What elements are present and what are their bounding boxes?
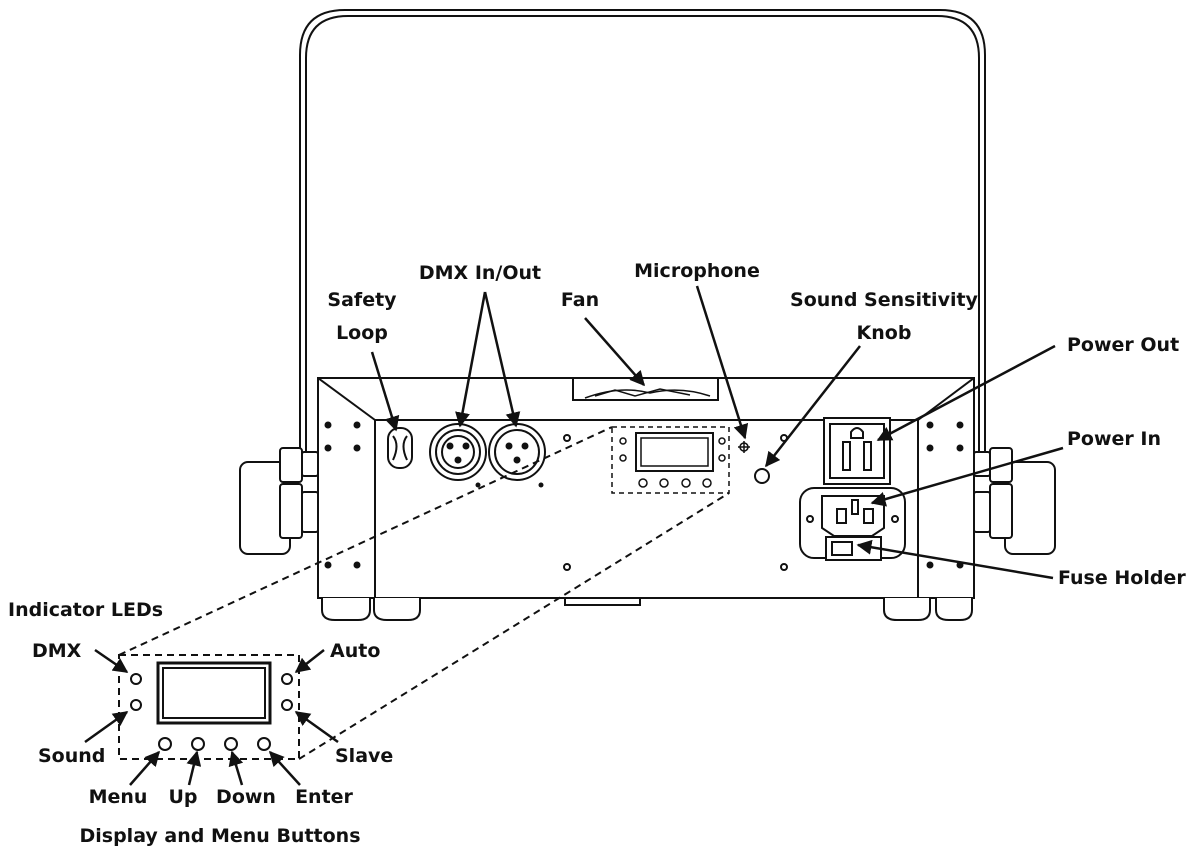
connector-screw [538,482,544,488]
microphone [738,441,750,453]
dmx-in-connector [429,423,487,481]
control-panel-small [611,426,730,494]
power-out-outlet [823,417,891,485]
label-dmx-in-out: DMX In/Out [419,262,541,284]
dmx-out-connector [488,423,546,481]
label-power-in: Power In [1067,428,1161,450]
label-safety-loop-1: Safety [327,289,397,311]
sound-sensitivity-knob [754,468,770,484]
label-led-sound: Sound [38,745,105,767]
label-indicator-leds: Indicator LEDs [8,599,163,621]
led-slave-indicator [281,699,293,711]
label-button-up: Up [168,786,197,808]
led-sound-indicator [130,699,142,711]
label-fuse-holder: Fuse Holder [1058,567,1186,589]
right-yoke-knob [973,447,1056,555]
label-sound-sensitivity-1: Sound Sensitivity [790,289,978,311]
safety-loop [387,427,413,469]
label-fan: Fan [561,289,599,311]
yoke-bracket [299,9,986,455]
label-sound-sensitivity-2: Knob [857,322,912,344]
connector-screw [475,482,481,488]
label-led-dmx: DMX [32,640,82,662]
led-auto-indicator [281,673,293,685]
label-button-enter: Enter [295,786,353,808]
zoom-guide-lines [118,426,730,760]
label-button-down: Down [216,786,276,808]
down-button-shape [224,737,238,751]
fan [572,377,719,401]
label-microphone: Microphone [634,260,760,282]
menu-button-shape [158,737,172,751]
enter-button-shape [257,737,271,751]
label-led-slave: Slave [335,745,393,767]
label-display-menu-buttons: Display and Menu Buttons [79,825,360,847]
left-yoke-knob [239,447,319,555]
up-button-shape [191,737,205,751]
label-safety-loop-2: Loop [336,322,388,344]
led-dmx-indicator [130,673,142,685]
label-button-menu: Menu [89,786,148,808]
label-led-auto: Auto [330,640,380,662]
label-power-out: Power Out [1067,334,1179,356]
control-panel-magnified [118,654,300,760]
callout-arrows [84,285,1064,786]
